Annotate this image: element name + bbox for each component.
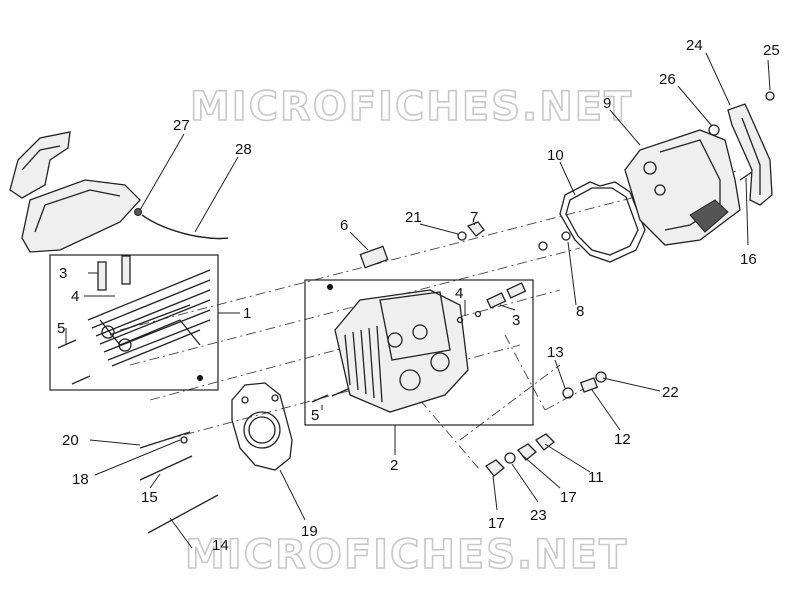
callout-4-right: 4 (455, 285, 463, 302)
valve-kit-part (57, 255, 211, 385)
seal-parts (538, 231, 571, 251)
callout-8: 8 (576, 303, 584, 320)
callout-25: 25 (763, 42, 780, 59)
callout-11: 11 (588, 469, 604, 486)
valve-cover-part (624, 129, 741, 246)
cylinder-head-part (311, 284, 469, 413)
small-cover-part (9, 131, 141, 253)
callout-5-left: 5 (57, 320, 65, 337)
breather-hose-part (134, 208, 229, 240)
callout-15: 15 (141, 489, 158, 506)
cover-plate-parts (708, 91, 775, 206)
upper-small-parts (359, 221, 485, 269)
callout-labels: 1 2 3 3 4 4 5 5 6 7 8 9 10 11 12 13 14 1… (57, 37, 780, 554)
callout-21: 21 (405, 209, 422, 226)
callout-14: 14 (212, 537, 229, 554)
callout-9: 9 (603, 95, 611, 112)
lower-small-parts (485, 371, 607, 477)
callout-10: 10 (547, 147, 564, 164)
callout-28: 28 (235, 141, 252, 158)
cylinder-head-frame (304, 279, 534, 426)
callout-17-left: 17 (488, 515, 505, 532)
callout-16: 16 (740, 251, 757, 268)
stud-parts (139, 431, 219, 534)
valve-cover-gasket-part (559, 181, 646, 263)
callout-1: 1 (243, 305, 251, 322)
leader-lines (65, 52, 771, 549)
callout-27: 27 (173, 117, 190, 134)
head-gasket-part (231, 382, 293, 471)
callout-24: 24 (686, 37, 703, 54)
callout-4-left: 4 (71, 288, 79, 305)
callout-20: 20 (62, 432, 79, 449)
callout-26: 26 (659, 71, 676, 88)
callout-3-right: 3 (512, 312, 520, 329)
callout-19: 19 (301, 523, 318, 540)
watermark-bottom: MICROFICHES.NET (185, 532, 628, 578)
callout-22: 22 (662, 384, 679, 401)
callout-18: 18 (72, 471, 89, 488)
callout-12: 12 (614, 431, 631, 448)
callout-6: 6 (340, 217, 348, 234)
callout-13: 13 (547, 344, 564, 361)
callout-2: 2 (390, 457, 398, 474)
callout-7: 7 (470, 209, 478, 226)
valve-guide-parts (456, 282, 527, 324)
callout-17-right: 17 (560, 489, 577, 506)
valve-kit-frame (49, 254, 219, 391)
callout-23: 23 (530, 507, 547, 524)
callout-5-right: 5 (311, 407, 319, 424)
callout-3-left: 3 (59, 265, 67, 282)
watermark-top: MICROFICHES.NET (190, 84, 633, 130)
